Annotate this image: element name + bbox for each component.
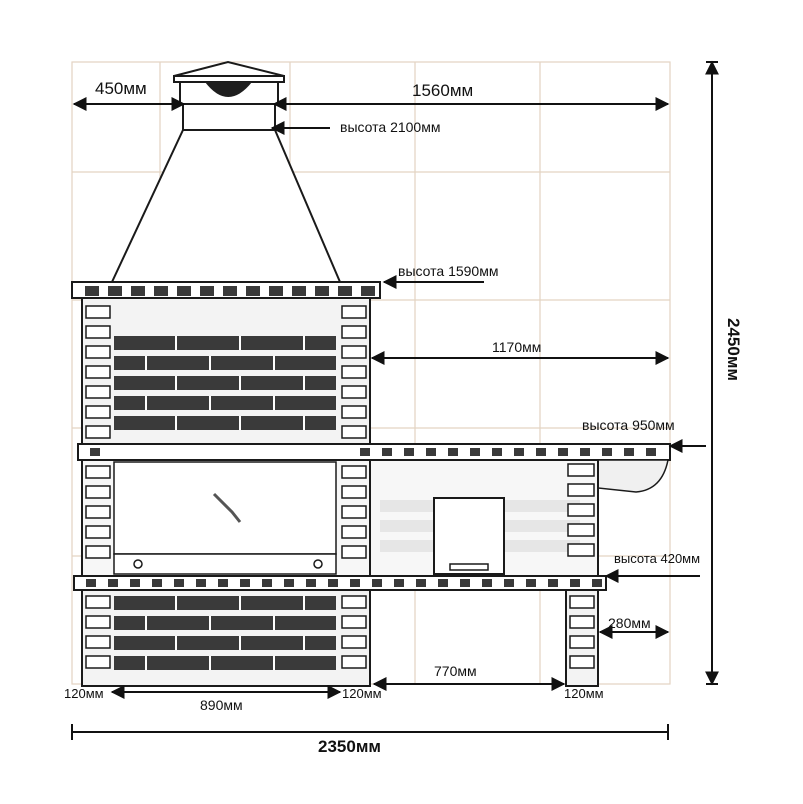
fire-box [81, 459, 371, 579]
dimension-lines [71, 60, 719, 740]
door-handle [449, 563, 489, 571]
label-total-width: 2350мм [318, 737, 381, 756]
label-base-height: высота 420мм [614, 551, 700, 566]
label-hood-height: высота 1590мм [398, 263, 498, 279]
label-chimney-height: высота 2100мм [340, 119, 440, 135]
label-right-edge: 120мм [564, 686, 604, 701]
label-left-edge: 120мм [64, 686, 104, 701]
label-mid-edge: 120мм [342, 686, 382, 701]
base-ledge [73, 575, 607, 591]
label-total-height: 2450мм [724, 318, 743, 381]
label-gap-width: 770мм [434, 663, 477, 679]
label-top-right-width: 1560мм [412, 81, 473, 100]
label-fire-width: 890мм [200, 697, 243, 713]
lower-wall [81, 589, 371, 687]
label-top-left-width: 450мм [95, 79, 147, 98]
label-side-width: 1170мм [492, 339, 541, 355]
cabinet-door [433, 497, 505, 575]
label-table-height: высота 950мм [582, 417, 675, 433]
chimney [173, 60, 285, 131]
right-leg [565, 589, 599, 687]
label-leg-width: 280мм [608, 615, 651, 631]
side-cabinet [369, 459, 599, 577]
counter-top [77, 443, 671, 493]
hood [110, 129, 342, 283]
upper-wall [81, 297, 371, 447]
hood-cap [71, 281, 381, 299]
